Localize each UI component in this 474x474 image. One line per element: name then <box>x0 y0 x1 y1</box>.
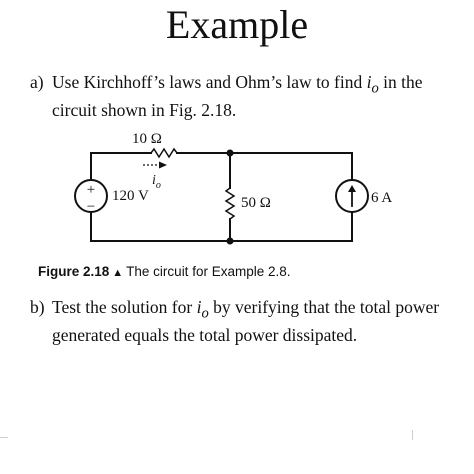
current-subscript: o <box>156 180 161 191</box>
current-source-arrowhead <box>348 185 356 192</box>
part-a-text-after: in the circuit shown in Fig. 2.18. <box>52 72 423 120</box>
part-b-text: Test the solution for io by verifying th… <box>52 297 462 346</box>
node-top <box>226 149 234 157</box>
page-edge-mark-left <box>0 437 8 438</box>
resistor-10-ohm-label: 10 Ω <box>132 131 162 147</box>
node-bottom <box>226 237 234 245</box>
voltage-plus-sign: + <box>87 182 95 198</box>
figure-caption-text: The circuit for Example 2.8. <box>126 264 291 279</box>
figure-caption: Figure 2.18▲The circuit for Example 2.8. <box>38 264 291 281</box>
current-direction-arrowhead <box>159 161 167 169</box>
part-b-variable: i <box>196 297 202 317</box>
current-symbol: i <box>152 173 156 188</box>
resistor-50-ohm <box>224 186 236 221</box>
part-b-variable-subscript: o <box>201 305 209 322</box>
part-a-text: Use Kirchhoff’s laws and Ohm’s law to fi… <box>52 72 462 121</box>
part-b-text-after: by verifying that the total power genera… <box>52 297 440 345</box>
part-b-text-before: Test the solution for <box>52 297 197 317</box>
part-a-letter: a) <box>30 72 44 92</box>
page-title: Example <box>165 2 309 47</box>
current-label: io <box>152 173 161 191</box>
resistor-50-ohm-label: 50 Ω <box>241 195 271 211</box>
voltage-source-label: 120 V <box>112 188 149 204</box>
page-edge-mark-right <box>412 430 413 440</box>
part-b-letter: b) <box>30 297 45 317</box>
voltage-minus-sign: − <box>87 199 95 215</box>
problem-part-a: a) Use Kirchhoff’s laws and Ohm’s law to… <box>30 72 462 121</box>
part-a-variable: i <box>366 72 372 92</box>
part-a-variable-subscript: o <box>371 80 379 97</box>
problem-part-b: b) Test the solution for io by verifying… <box>30 297 462 346</box>
figure-label: Figure 2.18 <box>38 264 110 279</box>
current-source-label: 6 A <box>371 190 392 206</box>
part-a-text-before: Use Kirchhoff’s laws and Ohm’s law to fi… <box>52 72 367 92</box>
figure-caption-triangle-icon: ▲ <box>112 267 124 279</box>
resistor-10-ohm <box>149 147 179 159</box>
